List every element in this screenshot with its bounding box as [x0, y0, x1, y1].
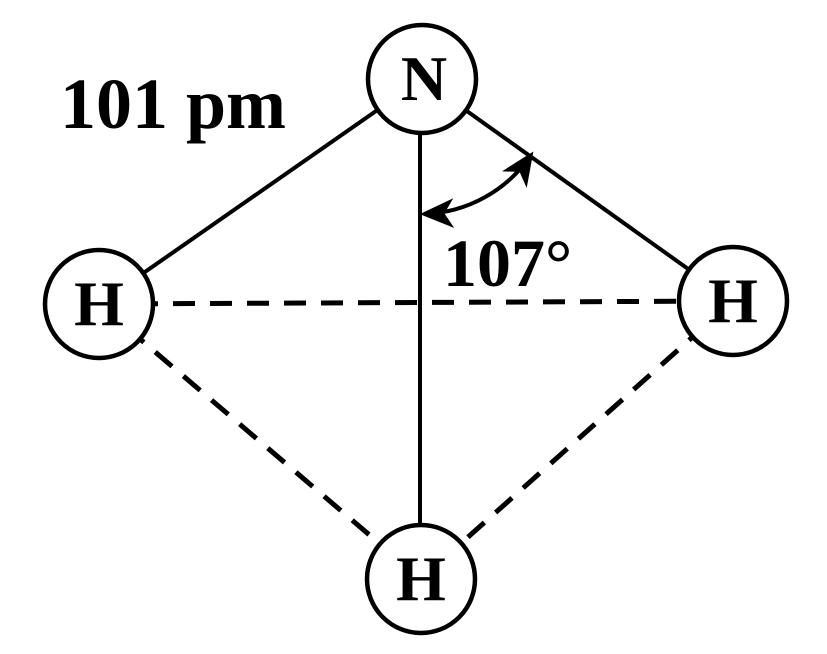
atom-label-nitrogen: N: [401, 43, 447, 114]
dashed-line-hleft-hright: [98, 298, 734, 307]
atom-circle-hydrogen-right: [676, 244, 790, 358]
atom-circle-hydrogen-left: [42, 247, 156, 361]
dashed-line-hleft-hbottom: [97, 302, 423, 581]
bond-angle-arrow: [419, 151, 534, 228]
atom-label-hydrogen-right: H: [708, 265, 758, 336]
atom-circle-nitrogen: [365, 22, 479, 136]
bond-angle-label: 107°: [443, 225, 572, 301]
bond-n-hleft: [97, 77, 424, 306]
atom-circle-hydrogen-bottom: [364, 522, 478, 636]
atom-label-hydrogen-bottom: H: [396, 543, 446, 614]
bond-n-hright: [420, 77, 735, 303]
atom-label-hydrogen-left: H: [74, 268, 124, 339]
bond-length-label: 101 pm: [60, 64, 286, 144]
dashed-line-hright-hbottom: [419, 299, 735, 581]
